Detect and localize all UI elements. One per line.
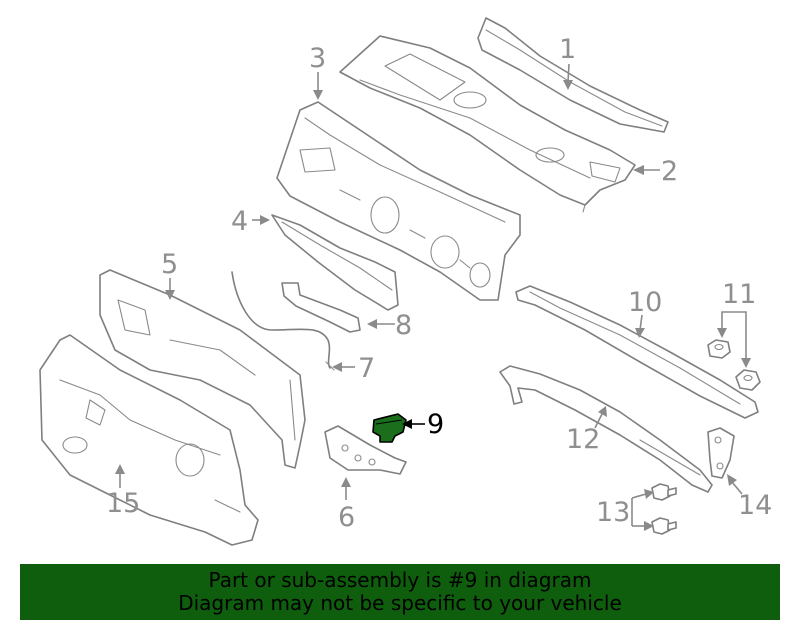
part-4-seal <box>271 214 399 311</box>
leader-lines <box>115 63 751 531</box>
part-6-bracket <box>324 425 407 475</box>
part-5-dash-insulator <box>99 269 306 469</box>
part-7-hose <box>231 271 335 371</box>
callout-2: 2 <box>661 156 678 187</box>
part-12-lower-rail <box>499 365 713 493</box>
callout-labels: 1 2 3 4 5 6 7 8 9 10 11 12 13 14 15 <box>106 34 772 533</box>
callout-11: 11 <box>722 279 756 310</box>
parts-diagram: 1 2 3 4 5 6 7 8 9 10 11 12 13 14 15 <box>39 17 772 546</box>
callout-8: 8 <box>395 310 412 341</box>
part-10-upper-rail <box>515 285 759 419</box>
callout-12: 12 <box>566 424 600 455</box>
part-15-dash-panel <box>39 334 259 546</box>
callout-3: 3 <box>309 43 326 74</box>
callout-1: 1 <box>559 34 576 65</box>
callout-6: 6 <box>338 502 355 533</box>
callout-4: 4 <box>231 206 248 237</box>
info-banner: Part or sub-assembly is #9 in diagram Di… <box>20 564 780 620</box>
part-8-bracket <box>281 282 361 333</box>
part-3-cowl-panel <box>276 101 521 301</box>
callout-15: 15 <box>106 488 140 519</box>
part-13-bolts <box>651 483 677 535</box>
callout-5: 5 <box>161 249 178 280</box>
part-2-cowl-grille <box>339 35 636 213</box>
part-11-nuts <box>707 339 761 391</box>
callout-7: 7 <box>358 353 375 384</box>
callout-13: 13 <box>596 497 630 528</box>
callout-9: 9 <box>427 409 444 440</box>
callout-10: 10 <box>628 287 662 318</box>
callout-14: 14 <box>738 490 772 521</box>
banner-line-disclaimer: Diagram may not be specific to your vehi… <box>178 591 622 615</box>
banner-line-part: Part or sub-assembly is #9 in diagram <box>208 568 592 592</box>
part-9-highlighted <box>372 413 407 443</box>
part-14-bracket <box>707 427 735 479</box>
